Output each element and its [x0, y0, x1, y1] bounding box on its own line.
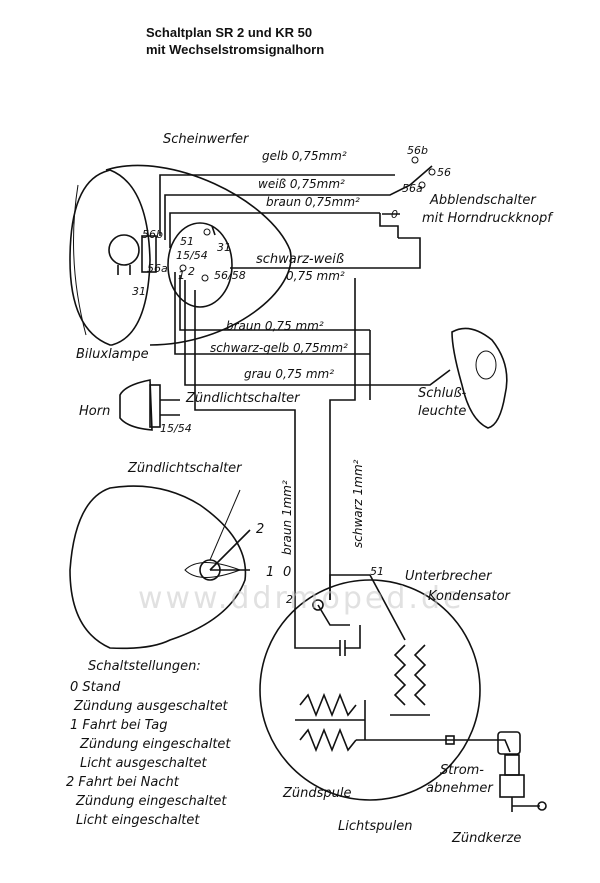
- terminal-31-lamp: 31: [132, 285, 146, 298]
- diagram-title: Schaltplan SR 2 und KR 50 mit Wechselstr…: [146, 24, 324, 58]
- label-horn: Horn: [79, 404, 110, 419]
- label-horndruckknopf: mit Horndruckknopf: [422, 211, 554, 226]
- legend-heading: Schaltstellungen:: [88, 659, 201, 674]
- switch-pos-1: 1: [266, 565, 274, 580]
- terminal-1: 1: [178, 269, 185, 282]
- schlussleuchte-symbol: [451, 327, 508, 429]
- headlamp-lower: [69, 485, 251, 650]
- terminal-56a: 56a: [402, 182, 423, 195]
- label-gelb: gelb 0,75mm²: [262, 149, 347, 163]
- legend-line: 2 Fahrt bei Nacht: [66, 775, 180, 790]
- legend-line: 1 Fahrt bei Tag: [70, 718, 167, 733]
- label-unterbrecher: Unterbrecher: [405, 569, 493, 584]
- label-scheinwerfer: Scheinwerfer: [163, 132, 250, 147]
- spark-plug-symbol: [445, 731, 547, 812]
- switch-pos-2: 2: [256, 522, 264, 537]
- terminal-2: 2: [188, 265, 195, 278]
- label-zuendlichtschalter-top: Zündlichtschalter: [185, 391, 301, 406]
- schaltstellungen-legend: Schaltstellungen: 0 Stand Zündung ausges…: [66, 659, 231, 828]
- switch-pos-0: 0: [283, 565, 291, 580]
- label-biluxlampe: Biluxlampe: [76, 347, 149, 362]
- label-weiss: weiß 0,75mm²: [258, 177, 345, 191]
- label-strom: Strom-: [440, 763, 484, 778]
- label-abnehmer: abnehmer: [426, 781, 494, 796]
- terminal-2-gen: 2: [286, 593, 293, 606]
- label-schwarz-weiss: schwarz-weiß: [256, 252, 344, 267]
- label-braun-1: braun 1mm²: [280, 480, 294, 555]
- label-zuendlichtschalter-mid: Zündlichtschalter: [127, 461, 243, 476]
- terminal-56b: 56b: [407, 144, 428, 157]
- title-line-2: mit Wechselstromsignalhorn: [146, 42, 325, 57]
- label-zuendspule: Zündspule: [282, 786, 352, 801]
- label-leuchte: leuchte: [418, 404, 466, 419]
- legend-line: Zündung ausgeschaltet: [73, 699, 229, 714]
- label-braun-mid: braun 0,75 mm²: [226, 319, 324, 333]
- label-kondensator: Kondensator: [428, 589, 512, 604]
- horn-symbol: [119, 379, 180, 431]
- label-schwarz-gelb: schwarz-gelb 0,75mm²: [210, 341, 348, 355]
- label-schwarz-weiss-size: 0,75 mm²: [286, 269, 345, 283]
- terminal-31: 31: [217, 241, 231, 254]
- legend-line: 0 Stand: [70, 680, 121, 695]
- generator-circle: [259, 574, 481, 801]
- watermark: www.ddrmoped.de: [138, 581, 464, 616]
- label-grau: grau 0,75 mm²: [244, 367, 334, 381]
- legend-line: Zündung eingeschaltet: [75, 794, 227, 809]
- label-schwarz-1: schwarz 1mm²: [351, 459, 365, 548]
- legend-line: Licht ausgeschaltet: [80, 756, 208, 771]
- label-braun-top: braun 0,75mm²: [266, 195, 360, 209]
- label-schluss: Schluß-: [418, 386, 467, 401]
- bilux-lamp: [108, 234, 157, 275]
- terminal-56: 56: [437, 166, 451, 179]
- terminal-15-54: 15/54: [176, 249, 208, 262]
- title-line-1: Schaltplan SR 2 und KR 50: [146, 25, 313, 40]
- terminal-0: 0: [391, 208, 398, 221]
- terminal-56-58: 56/58: [214, 269, 246, 282]
- wires-top: [159, 174, 451, 600]
- label-zuendkerze: Zündkerze: [451, 831, 521, 846]
- terminal-56a-lamp: 56a: [147, 262, 168, 275]
- legend-line: Licht eingeschaltet: [76, 813, 200, 828]
- terminal-15-54-horn: 15/54: [160, 422, 192, 435]
- label-abblendschalter: Abblendschalter: [429, 193, 537, 208]
- terminal-51-gen: 51: [370, 565, 384, 578]
- legend-line: Zündung eingeschaltet: [79, 737, 231, 752]
- zuendlichtschalter-body: [167, 222, 233, 308]
- abblendschalter-symbol: [382, 156, 436, 215]
- terminal-51: 51: [180, 235, 194, 248]
- label-lichtspulen: Lichtspulen: [338, 819, 412, 834]
- terminal-56b-lamp: 56b: [142, 228, 163, 241]
